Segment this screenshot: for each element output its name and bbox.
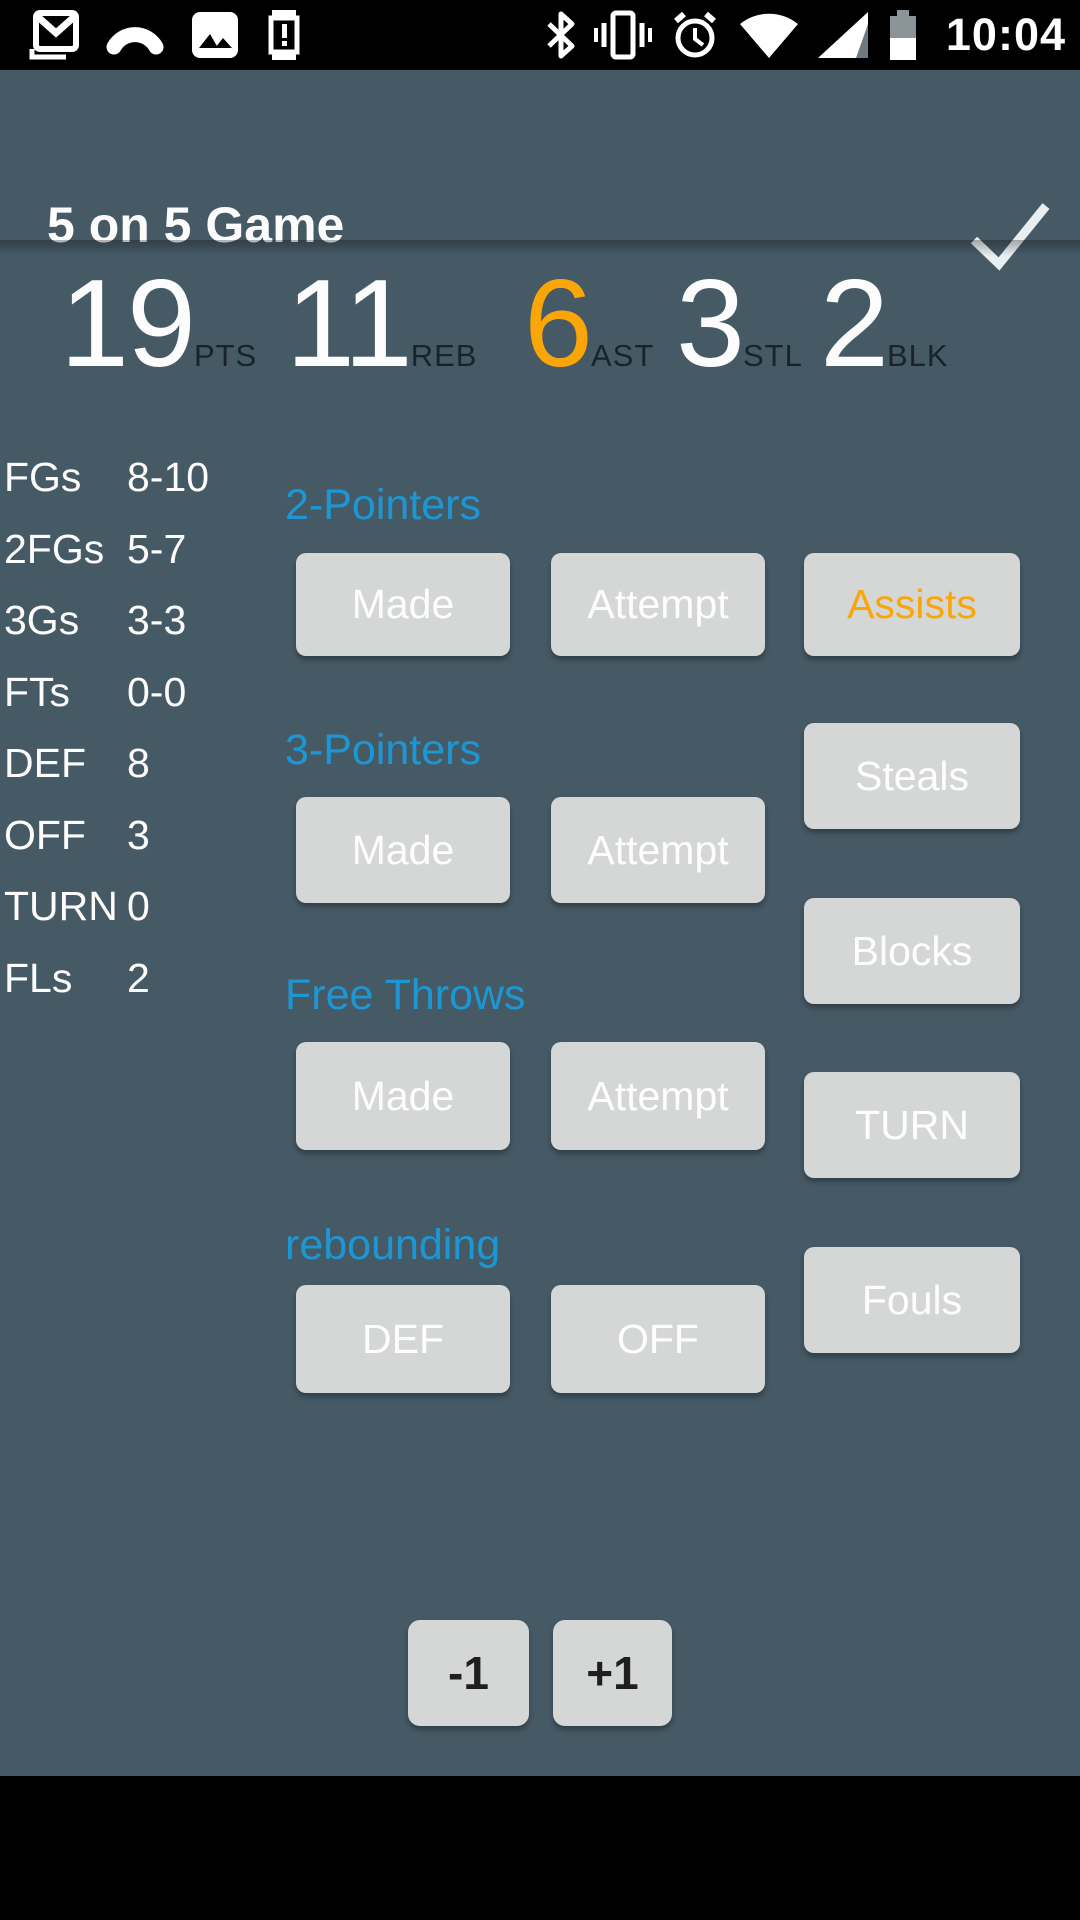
button-3pt-made[interactable]: Made xyxy=(296,797,510,903)
box-score-value: 2 xyxy=(127,954,150,1001)
heading-2-pointers: 2-Pointers xyxy=(285,481,481,529)
box-score-row-def: DEF 8 xyxy=(4,728,274,800)
stat-assists: 6AST xyxy=(524,262,654,386)
box-score-row-2fgs: 2FGs 5-7 xyxy=(4,514,274,586)
button-off-rebound[interactable]: OFF xyxy=(551,1285,765,1393)
box-score-label: FTs xyxy=(4,668,71,715)
page-title: 5 on 5 Game xyxy=(47,197,345,253)
box-score-value: 8-10 xyxy=(127,454,210,500)
box-score-label: FGs xyxy=(4,454,82,500)
button-ft-attempt[interactable]: Attempt xyxy=(551,1042,765,1150)
stat-points: 19PTS xyxy=(60,262,257,386)
stat-blocks-value: 2 xyxy=(820,255,889,393)
button-def-rebound[interactable]: DEF xyxy=(296,1285,510,1393)
heading-rebounding: rebounding xyxy=(285,1221,501,1269)
stat-steals-value: 3 xyxy=(676,255,745,393)
box-score-row-fts: FTs 0-0 xyxy=(4,657,274,729)
box-score-value: 5-7 xyxy=(127,525,187,572)
box-score-row-fgs: FGs 8-10 xyxy=(4,442,274,514)
device-alert-icon xyxy=(268,10,300,60)
stat-rebounds-value: 11 xyxy=(286,255,413,393)
box-score-label: 3Gs xyxy=(4,597,80,643)
heading-3-pointers: 3-Pointers xyxy=(285,726,481,774)
stat-blocks: 2BLK xyxy=(820,262,949,386)
confirm-check-icon[interactable] xyxy=(966,198,1052,274)
minus-one-button[interactable]: -1 xyxy=(408,1620,529,1726)
arc-notification-icon xyxy=(106,27,164,55)
box-score-value: 3 xyxy=(127,811,150,858)
button-steals[interactable]: Steals xyxy=(804,723,1020,829)
status-bar: 10:04 xyxy=(0,0,1080,70)
button-turnovers[interactable]: TURN xyxy=(804,1072,1020,1178)
box-score-label: OFF xyxy=(4,811,86,858)
wifi-icon xyxy=(739,13,798,59)
bluetooth-icon xyxy=(547,11,575,59)
button-fouls[interactable]: Fouls xyxy=(804,1247,1020,1353)
status-bar-system: 10:04 xyxy=(544,8,1080,62)
vibrate-icon xyxy=(593,10,652,60)
button-3pt-attempt[interactable]: Attempt xyxy=(551,797,765,903)
box-score-value: 0-0 xyxy=(127,668,187,715)
app-bar: 5 on 5 Game xyxy=(0,70,1080,271)
box-score-value: 3-3 xyxy=(127,597,187,643)
box-score-label: TURN xyxy=(4,883,118,929)
stat-assists-value: 6 xyxy=(524,255,593,393)
button-blocks[interactable]: Blocks xyxy=(804,898,1020,1004)
gmail-icon xyxy=(29,10,79,60)
stat-points-label: PTS xyxy=(193,338,258,373)
button-2pt-made[interactable]: Made xyxy=(296,553,510,656)
status-time: 10:04 xyxy=(945,9,1066,60)
button-2pt-attempt[interactable]: Attempt xyxy=(551,553,765,656)
stat-points-value: 19 xyxy=(60,255,196,393)
box-score-label: FLs xyxy=(4,954,73,1001)
box-score-value: 0 xyxy=(127,883,150,929)
heading-free-throws: Free Throws xyxy=(285,971,526,1019)
status-bar-notifications xyxy=(0,9,302,61)
cellular-signal-icon xyxy=(817,12,868,58)
stat-rebounds-label: REB xyxy=(410,338,478,373)
box-score-row-3gs: 3Gs 3-3 xyxy=(4,585,274,657)
box-score-label: DEF xyxy=(4,740,86,786)
stat-steals: 3STL xyxy=(676,262,803,386)
stat-assists-label: AST xyxy=(590,338,655,373)
nav-bar xyxy=(0,1776,1080,1920)
stat-steals-label: STL xyxy=(742,338,803,373)
stat-blocks-label: BLK xyxy=(886,338,949,373)
button-ft-made[interactable]: Made xyxy=(296,1042,510,1150)
gallery-icon xyxy=(192,12,238,58)
box-score-row-fls: FLs 2 xyxy=(4,943,274,1015)
box-score-value: 8 xyxy=(127,740,150,786)
box-score-label: 2FGs xyxy=(4,525,105,572)
alarm-icon xyxy=(673,11,716,58)
box-score-row-off: OFF 3 xyxy=(4,800,274,872)
plus-one-button[interactable]: +1 xyxy=(553,1620,672,1726)
button-assists[interactable]: Assists xyxy=(804,553,1020,656)
battery-icon xyxy=(889,10,916,60)
stat-rebounds: 11REB xyxy=(286,262,477,386)
